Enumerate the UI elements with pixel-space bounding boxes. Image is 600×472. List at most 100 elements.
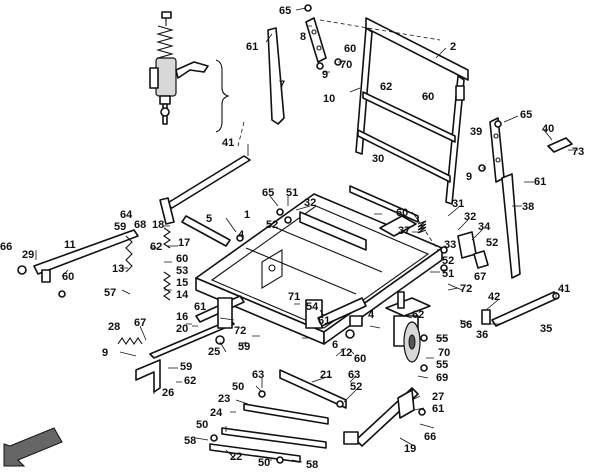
- label-70-b: 70: [438, 347, 450, 359]
- label-22: 22: [230, 451, 242, 463]
- spring-28: [117, 337, 143, 345]
- label-9-c: 9: [102, 347, 108, 359]
- label-36: 36: [476, 329, 488, 341]
- label-59-a: 59: [114, 221, 126, 233]
- label-66-a: 66: [0, 241, 12, 253]
- label-73: 73: [572, 146, 584, 158]
- label-65-c: 65: [262, 187, 274, 199]
- label-19: 19: [404, 443, 416, 455]
- bar-41: [165, 155, 251, 209]
- rod-60-lower: [149, 319, 235, 359]
- label-67-b: 67: [134, 317, 146, 329]
- bar-23: [243, 403, 329, 425]
- bar-24: [221, 427, 327, 449]
- label-4-a: 4: [238, 229, 245, 241]
- label-67-a: 67: [474, 271, 486, 283]
- label-50-a: 50: [232, 381, 244, 393]
- label-62-a: 62: [380, 81, 392, 93]
- label-59-c: 59: [180, 361, 192, 373]
- label-2: 2: [450, 41, 456, 53]
- label-50-c: 50: [258, 457, 270, 469]
- label-57: 57: [104, 287, 116, 299]
- label-7: 7: [279, 79, 285, 91]
- label-25: 25: [208, 346, 220, 358]
- label-55-b: 55: [436, 359, 448, 371]
- label-42: 42: [488, 291, 500, 303]
- label-60-b: 60: [422, 91, 434, 103]
- bracket-26: [135, 359, 161, 393]
- part-labels: 65 8 61 2 70 9 60 7 62 10 60 65 39 40 73…: [0, 5, 584, 471]
- label-63-b: 63: [348, 369, 360, 381]
- bar-22: [209, 443, 301, 463]
- label-64: 64: [120, 209, 133, 221]
- label-50-b: 50: [196, 419, 208, 431]
- label-16: 16: [176, 311, 188, 323]
- leader-lines: [35, 7, 578, 463]
- cylinder-assembly: [149, 11, 230, 133]
- label-27: 27: [432, 391, 444, 403]
- caster-wheel: [385, 297, 431, 363]
- label-28: 28: [108, 321, 120, 333]
- label-61-a: 61: [246, 41, 258, 53]
- label-68: 68: [134, 219, 146, 231]
- bar-35: [491, 291, 559, 327]
- label-8: 8: [300, 31, 306, 43]
- label-65-b: 65: [520, 109, 532, 121]
- label-24: 24: [210, 407, 223, 419]
- label-69: 69: [436, 372, 448, 384]
- label-38: 38: [522, 201, 534, 213]
- label-53-a: 53: [176, 265, 188, 277]
- label-9-a: 9: [322, 69, 328, 81]
- label-10: 10: [323, 93, 335, 105]
- label-52-a: 52: [266, 219, 278, 231]
- bracket-8: [305, 17, 327, 63]
- label-33: 33: [444, 239, 456, 251]
- label-51-a: 51: [286, 187, 298, 199]
- label-39: 39: [470, 126, 482, 138]
- label-35: 35: [540, 323, 552, 335]
- spring-15: [163, 271, 171, 301]
- label-5: 5: [206, 213, 212, 225]
- label-40: 40: [542, 123, 554, 135]
- label-66-b: 66: [424, 431, 436, 443]
- label-62-c: 62: [412, 309, 424, 321]
- label-17: 17: [178, 237, 190, 249]
- label-6: 6: [332, 339, 338, 351]
- label-37: 37: [398, 225, 410, 237]
- label-15: 15: [176, 277, 188, 289]
- label-14: 14: [176, 289, 189, 301]
- label-51-b: 51: [442, 268, 454, 280]
- spring-37: [417, 220, 427, 234]
- label-32-a: 32: [304, 197, 316, 209]
- label-20: 20: [176, 323, 188, 335]
- bar-5: [181, 215, 231, 247]
- label-61-d: 61: [318, 315, 330, 327]
- label-41-a: 41: [222, 137, 234, 149]
- label-60-c: 60: [396, 207, 408, 219]
- bar-21: [279, 369, 347, 409]
- label-52-b: 52: [486, 237, 498, 249]
- label-13: 13: [112, 263, 124, 275]
- label-54: 54: [306, 301, 319, 313]
- label-60-e: 60: [62, 271, 74, 283]
- link-54: [317, 297, 367, 327]
- hardware-fasteners: [17, 4, 560, 464]
- label-41-b: 41: [558, 283, 570, 295]
- pad-40: [547, 137, 573, 153]
- label-31: 31: [452, 198, 464, 210]
- label-30: 30: [372, 153, 384, 165]
- label-60-a: 60: [344, 43, 356, 55]
- label-72-a: 72: [460, 283, 472, 295]
- label-63-a: 63: [252, 369, 264, 381]
- label-72-b: 72: [234, 325, 246, 337]
- label-26: 26: [162, 387, 174, 399]
- label-34: 34: [478, 221, 491, 233]
- label-9-b: 9: [466, 171, 472, 183]
- label-52-c: 52: [442, 255, 454, 267]
- label-58-b: 58: [306, 459, 318, 471]
- dashed-reference: [237, 19, 441, 251]
- label-4-b: 4: [368, 309, 375, 321]
- lever-11: [33, 229, 139, 275]
- label-62-b: 62: [150, 241, 162, 253]
